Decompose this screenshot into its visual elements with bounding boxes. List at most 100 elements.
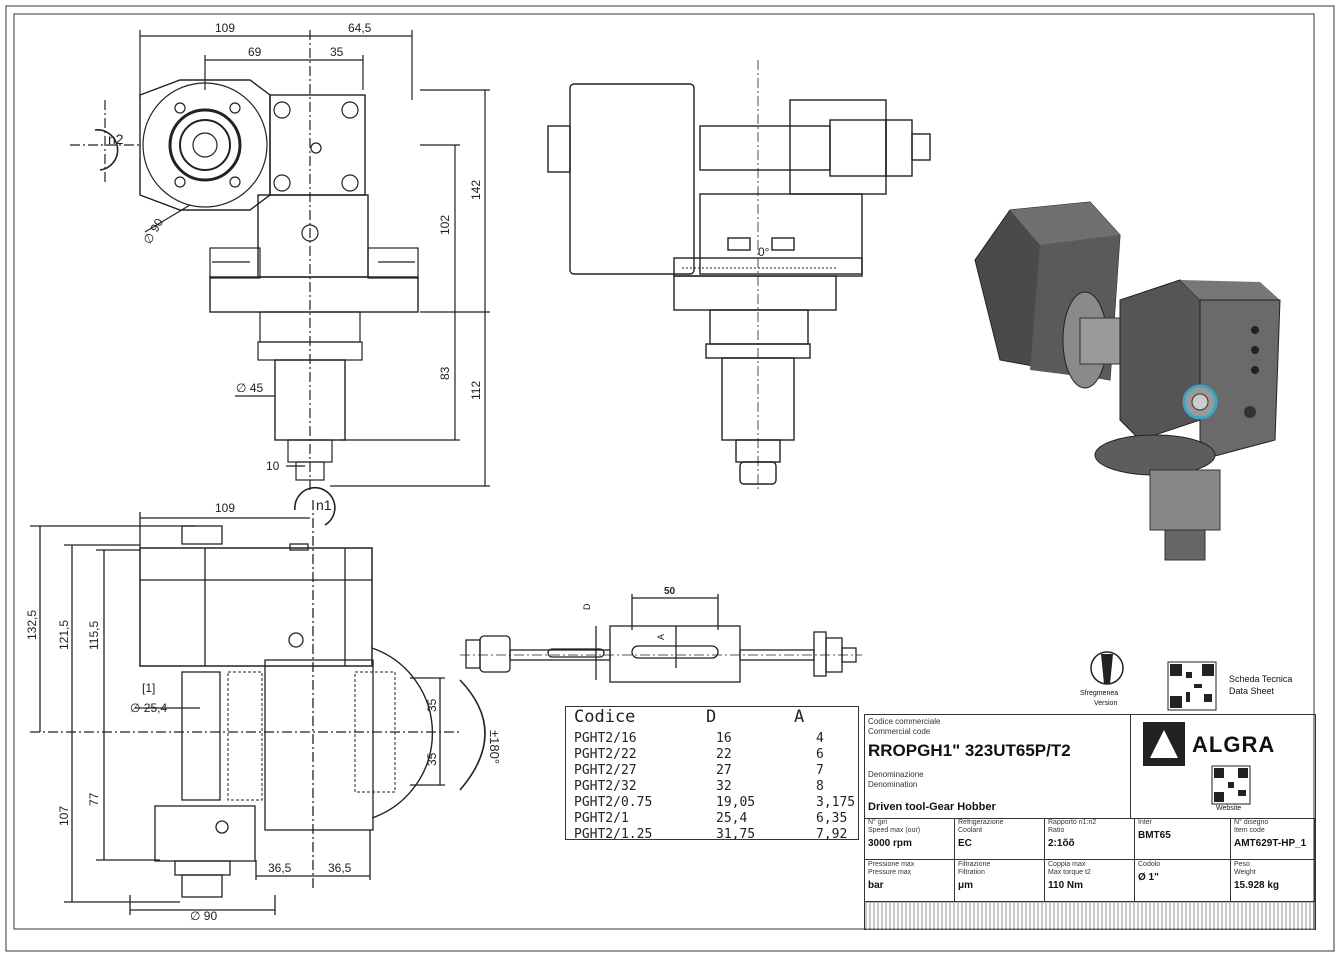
code-cell: PGHT2/27 (574, 763, 637, 778)
a-cell: 7,92 (816, 827, 848, 842)
code-cell: PGHT2/16 (574, 731, 637, 746)
code-table-row: PGHT2/16 16 4 (566, 731, 858, 747)
dim-36-5-right: 36,5 (328, 861, 352, 875)
spec-label: Pressione max (868, 861, 915, 868)
spec-label: Refrigerazione (958, 819, 1004, 826)
dim-132-5: 132,5 (25, 610, 39, 640)
a-cell: 7 (816, 763, 824, 778)
dim-64-5: 64,5 (348, 21, 372, 35)
top-view (70, 30, 490, 526)
spec-value: 2:1õõ (1048, 838, 1075, 849)
label-D: D (582, 603, 592, 610)
commercial-code-label-it: Codice commerciale (868, 717, 941, 726)
a-cell: 4 (816, 731, 824, 746)
spec-label: Max torque t2 (1048, 869, 1091, 876)
code-cell: PGHT2/22 (574, 747, 637, 762)
dim-102: 102 (438, 215, 452, 235)
spec-label: Rapporto n1:n2 (1048, 819, 1097, 826)
spec-label: Filtrazione (958, 861, 991, 868)
dim-112: 112 (469, 381, 483, 400)
code-table-row: PGHT2/32 32 8 (566, 779, 858, 795)
dim-d90-top: ∅ 90 (140, 216, 166, 247)
datasheet-caption-1: Scheda Tecnica (1229, 674, 1293, 684)
spec-label: N° giri (868, 819, 888, 826)
version-icon-caption-2: Version (1094, 700, 1118, 707)
spec-value: 15.928 kg (1234, 880, 1280, 891)
spec-value: bar (868, 880, 884, 891)
a-cell: 6,35 (816, 811, 848, 826)
d-cell: 22 (716, 747, 732, 762)
spec-label: Peso (1234, 861, 1250, 868)
title-block: Codice commerciale Commercial code RROPG… (864, 714, 1316, 930)
spec-value: μm (958, 880, 974, 891)
col-header-A: A (794, 707, 805, 727)
spec-value: Ø 1" (1138, 872, 1159, 883)
version-icon-caption-1: Sfregmenea (1080, 690, 1119, 697)
datasheet-qr-icon (1167, 661, 1217, 711)
d-cell: 32 (716, 779, 732, 794)
label-n2: n2 (108, 131, 124, 147)
a-cell: 3,175 (816, 795, 856, 810)
spec-label: Coppia max (1048, 861, 1086, 868)
dim-121-5: 121,5 (57, 620, 71, 650)
dim-142: 142 (469, 180, 483, 200)
code-table-row: PGHT2/0.75 19,05 3,175 (566, 795, 858, 811)
code-cell: PGHT2/1.25 (574, 827, 653, 842)
code-cell: PGHT2/0.75 (574, 795, 653, 810)
a-cell: 8 (816, 779, 824, 794)
isometric-render (974, 201, 1281, 561)
fine-print (865, 902, 1315, 930)
dim-69: 69 (248, 45, 262, 59)
label-A: A (656, 634, 666, 640)
dim-10: 10 (266, 459, 280, 473)
d-cell: 31,75 (716, 827, 756, 842)
outer-border (5, 5, 1335, 952)
spec-value: EC (958, 838, 972, 849)
datasheet-caption-2: Data Sheet (1229, 686, 1275, 696)
code-cell: PGHT2/32 (574, 779, 637, 794)
col-header-D: D (706, 707, 717, 727)
dim-107: 107 (57, 806, 71, 826)
spec-label: N° disegno (1234, 819, 1269, 826)
commercial-code-label-en: Commercial code (868, 727, 931, 736)
dim-35-lower: 35 (425, 752, 439, 766)
spec-label: Filtration (958, 869, 985, 876)
d-cell: 19,05 (716, 795, 756, 810)
commercial-code: RROPGH1" 323UT65P/T2 (868, 741, 1071, 760)
col-header-codice: Codice (574, 707, 636, 727)
dim-35-top: 35 (330, 45, 344, 59)
dim-d25-4: ∅ 25,4 (130, 701, 167, 715)
spec-value: 110 Nm (1048, 880, 1084, 891)
scale-zero-label: 0° (758, 245, 770, 259)
code-table-row: PGHT2/1.25 31,75 7,92 (566, 827, 858, 843)
title-block-graphics (1090, 651, 1251, 805)
dim-35-upper: 35 (425, 698, 439, 712)
d-cell: 25,4 (716, 811, 748, 826)
denomination-label-it: Denominazione (868, 770, 924, 779)
dim-109-top: 109 (215, 21, 235, 35)
dim-109-side: 109 (215, 501, 235, 515)
spec-value: BMT65 (1138, 830, 1171, 841)
dim-d90-side: ∅ 90 (190, 909, 217, 923)
code-table-row: PGHT2/22 22 6 (566, 747, 858, 763)
spec-label: Weight (1234, 869, 1256, 876)
website-caption: Website (1216, 805, 1242, 812)
denomination: Driven tool-Gear Hobber (868, 801, 996, 813)
a-cell: 6 (816, 747, 824, 762)
inner-border (13, 13, 1315, 930)
d-cell: 16 (716, 731, 732, 746)
brand-name: ALGRA (1192, 732, 1276, 757)
label-n1: n1 (316, 497, 332, 513)
spec-label: Inter (1138, 819, 1153, 826)
rotation-180: ±180° (487, 730, 502, 764)
